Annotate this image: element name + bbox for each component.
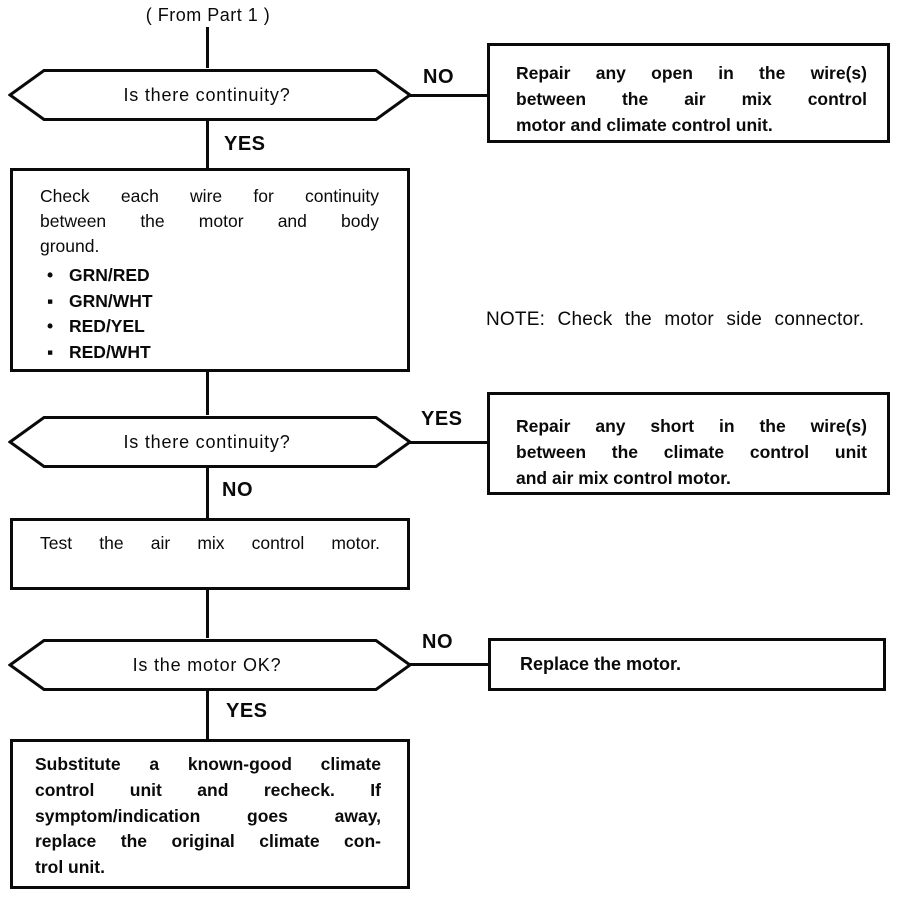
connector-entry xyxy=(206,27,209,68)
connector-to-d2 xyxy=(206,371,209,415)
wire-name: GRN/WHT xyxy=(69,290,153,311)
test-motor-text: Test the air mix control motor. xyxy=(40,533,380,553)
decision-question: Is there continuity? xyxy=(123,431,291,452)
wire-name: RED/YEL xyxy=(69,316,145,336)
connector-d3-yes xyxy=(206,691,209,739)
wire-list-item: • RED/YEL xyxy=(40,314,379,340)
check-wires-box: Check each wire for continuity between t… xyxy=(10,168,410,372)
connector-d2-no xyxy=(206,467,209,518)
decision-continuity-2: Is there continuity? xyxy=(8,415,412,469)
bullet-icon: • xyxy=(47,316,54,336)
substitute-line: symptom/indication goes away, xyxy=(35,805,381,826)
repair-short-line: Repair any short in the wire(s) xyxy=(516,416,867,436)
connector-d1-yes xyxy=(206,120,209,168)
repair-open-box: Repair any open in the wire(s) between t… xyxy=(487,43,890,143)
bullet-icon: • xyxy=(47,265,54,285)
substitute-line: replace the original climate con- xyxy=(35,831,381,852)
substitute-line: Substitute a known-good climate xyxy=(35,754,381,774)
decision-question: Is there continuity? xyxy=(123,84,291,105)
yes-label-2: YES xyxy=(421,408,463,430)
substitute-line: trol unit. xyxy=(35,857,105,878)
repair-open-line: between the air mix control xyxy=(516,89,867,109)
decision-question: Is the motor OK? xyxy=(132,654,282,675)
repair-short-line: between the climate control unit xyxy=(516,442,867,462)
check-wires-line: between the motor and body xyxy=(40,211,379,231)
repair-short-line: and air mix control motor. xyxy=(516,468,731,488)
bullet-icon: ▪ xyxy=(47,341,54,362)
yes-label-3: YES xyxy=(226,700,268,722)
from-part-1-label: ( From Part 1 ) xyxy=(145,5,271,25)
no-label-3: NO xyxy=(422,631,453,653)
substitute-line: control unit and recheck. If xyxy=(35,779,381,800)
repair-open-line: Repair any open in the wire(s) xyxy=(516,63,867,83)
repair-open-line: motor and climate control unit. xyxy=(516,115,773,135)
wire-list-item: ▪ GRN/WHT xyxy=(40,289,379,315)
bullet-icon: ▪ xyxy=(47,290,54,311)
test-motor-box: Test the air mix control motor. xyxy=(10,518,410,590)
check-wires-line: ground. xyxy=(40,236,100,256)
wire-list-item: ▪ RED/WHT xyxy=(40,340,379,366)
decision-continuity-1: Is there continuity? xyxy=(8,68,412,122)
decision-motor-ok: Is the motor OK? xyxy=(8,638,412,692)
yes-label-1: YES xyxy=(224,133,266,155)
connector-d1-no xyxy=(408,94,487,97)
wire-list-item: • GRN/RED xyxy=(40,263,379,289)
replace-motor-box: Replace the motor. xyxy=(488,638,886,691)
no-label-1: NO xyxy=(423,66,454,88)
repair-short-box: Repair any short in the wire(s) between … xyxy=(487,392,890,495)
wire-name: RED/WHT xyxy=(69,341,151,362)
no-label-2: NO xyxy=(222,479,253,501)
check-wires-line: Check each wire for continuity xyxy=(40,186,379,206)
wire-name: GRN/RED xyxy=(69,265,150,285)
connector-to-d3 xyxy=(206,589,209,638)
connector-d3-no xyxy=(408,663,489,666)
note-text: NOTE: Check the motor side connector. xyxy=(486,309,865,330)
connector-d2-yes xyxy=(408,441,487,444)
substitute-unit-box: Substitute a known-good climate control … xyxy=(10,739,410,889)
replace-motor-text: Replace the motor. xyxy=(520,654,682,674)
